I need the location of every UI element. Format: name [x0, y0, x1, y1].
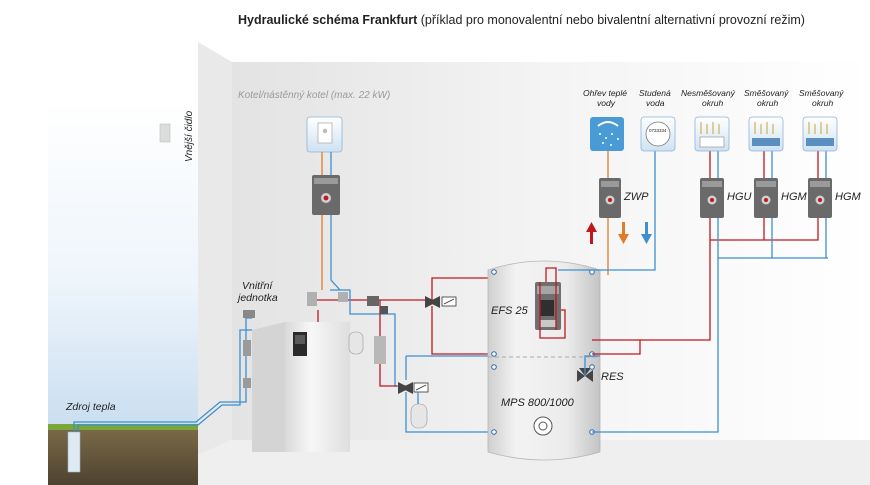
three-way-valve-top [425, 296, 457, 308]
ground-probe [67, 431, 81, 473]
valve-top-to-buffer [431, 306, 498, 355]
efs-label: EFS 25 [491, 305, 529, 317]
hgm-supplies [710, 150, 819, 241]
tank-to-heating-return [592, 257, 828, 433]
hgu-supply [592, 150, 711, 341]
room-wall [198, 42, 232, 455]
consumer-label-5b: okruh [812, 98, 834, 108]
hgm-label-1: HGM [781, 191, 808, 203]
boiler-pump-group [312, 175, 340, 215]
page-title: Hydraulické schéma Frankfurt (příklad pr… [238, 13, 805, 27]
indoor-unit-label-2: jednotka [236, 292, 278, 304]
consumer-unmixed-circuit: Nesměšovaný okruh [681, 88, 736, 152]
outdoor-sensor [159, 123, 171, 143]
room-floor [198, 440, 870, 485]
indoor-red-branch [317, 300, 397, 387]
consumer-mixed-circuit-1: Směšovaný okruh [744, 88, 789, 152]
indoor-unit-label-1: Vnitřní [242, 280, 273, 292]
boiler-icon [306, 116, 343, 153]
consumer-mixed-circuit-2: Směšovaný okruh [799, 88, 844, 152]
efs-module [535, 282, 561, 330]
valve-cluster [307, 292, 388, 364]
consumer-label-3b: okruh [702, 98, 724, 108]
consumer-label-1a: Ohřev teplé [583, 88, 627, 98]
consumer-label-2a: Studená [639, 88, 671, 98]
consumer-hot-water: Ohřev teplé vody [583, 88, 627, 151]
heat-source-label: Zdroj tepla [65, 401, 116, 413]
mps-label: MPS 800/1000 [501, 397, 575, 409]
zwp-pump [599, 178, 621, 218]
meter-display: 0733334 [649, 128, 667, 133]
indoor-unit [252, 322, 350, 452]
boiler-label: Kotel/nástěnný kotel (max. 22 kW) [238, 90, 390, 101]
ground-pipe-return [77, 329, 252, 432]
hgm-returns [717, 150, 827, 258]
tank-to-heating-supply [592, 340, 641, 355]
consumer-cold-water: Studená voda 0733334 [639, 88, 676, 152]
bottom-return-pipes [405, 355, 498, 433]
boiler-return-pipe [330, 152, 341, 291]
consumer-label-1b: vody [597, 98, 616, 108]
grass [48, 424, 198, 430]
res-pipes [584, 355, 600, 376]
hgm-pump-2 [808, 178, 832, 218]
res-label: RES [601, 371, 624, 383]
hgm-label-2: HGM [835, 191, 862, 203]
cold-water-supply [558, 150, 656, 271]
expansion-vessel-1 [348, 331, 364, 355]
consumer-label-4b: okruh [757, 98, 779, 108]
consumer-label-2b: voda [646, 98, 665, 108]
hgu-pump [700, 178, 724, 218]
zwp-label: ZWP [623, 191, 649, 203]
hgu-label: HGU [727, 191, 752, 203]
outdoor-sensor-label: Vnější čidlo [184, 110, 195, 162]
consumer-label-4a: Směšovaný [744, 88, 789, 98]
outdoor-area [48, 100, 198, 430]
indoor-return-pipe [330, 289, 408, 387]
three-way-valve-bottom [398, 382, 429, 394]
expansion-vessel-2 [410, 403, 428, 429]
flow-arrows [586, 222, 652, 244]
buffer-tank [487, 260, 601, 461]
consumer-label-5a: Směšovaný [799, 88, 844, 98]
indoor-unit-valves [243, 310, 255, 388]
consumer-label-3a: Nesměšovaný [681, 88, 736, 98]
hgm-pump-1 [754, 178, 778, 218]
efs-red-loop [539, 267, 566, 339]
